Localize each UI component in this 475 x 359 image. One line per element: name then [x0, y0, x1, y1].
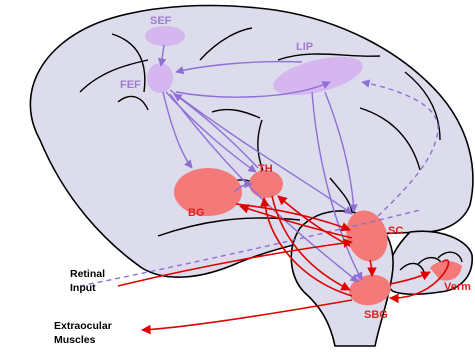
th-region [249, 170, 283, 198]
arrow-sef-to-fef [157, 44, 167, 67]
extraocular-label-line2: Muscles [54, 334, 96, 346]
sef-label: SEF [150, 15, 172, 27]
extraocular-label-line1: Extraocular [54, 320, 112, 332]
sc-region [346, 210, 388, 262]
arrow-sbg-to-extraocular [141, 299, 353, 335]
arrow-lip-to-sc [324, 91, 358, 213]
arrow-verm-to-sbg [389, 259, 450, 304]
fef-region [147, 63, 173, 93]
verm-label: Verm [444, 281, 471, 293]
bg-label: BG [188, 207, 205, 219]
arrow-fef-to-bg [162, 91, 193, 169]
bg-region [174, 168, 242, 216]
retinal-input-label-line2: Input [70, 282, 96, 294]
arrow-sbg-to-verm [389, 271, 431, 285]
arrow-fef-to-lip [175, 81, 331, 98]
lip-label: LIP [296, 41, 313, 53]
arrow-lip-to-sbg [311, 91, 363, 281]
sef-region [145, 26, 185, 46]
sbg-region [349, 274, 391, 306]
arrow-sbg-to-th [260, 197, 353, 297]
sbg-label: SBG [364, 309, 388, 321]
fef-label: FEF [120, 79, 141, 91]
subcortical-pathways [117, 195, 450, 335]
arrow-fef-to-sc [169, 89, 353, 215]
th-label: TH [258, 163, 273, 175]
arrow-lip-to-fef [175, 60, 303, 75]
lip-region [273, 56, 363, 96]
sc-label: SC [388, 225, 403, 237]
arrow-th-to-sbg [271, 195, 351, 291]
retinal-input-label-line1: Retinal [70, 268, 105, 280]
retinal-to-lip-dashed [79, 209, 421, 287]
arrow-retinal-to-sc [117, 238, 353, 287]
arrow-sc-to-th [277, 195, 351, 247]
arrow-sc-to-lip-dashed [361, 79, 439, 217]
arrow-bg-to-th [233, 179, 253, 193]
arrow-sc-to-sbg [367, 259, 377, 277]
cortical-pathways [79, 44, 439, 287]
arrow-sc-to-bg [239, 204, 353, 239]
arrow-bg-to-sc [235, 203, 351, 232]
arrow-fef-to-sbg [169, 93, 359, 283]
